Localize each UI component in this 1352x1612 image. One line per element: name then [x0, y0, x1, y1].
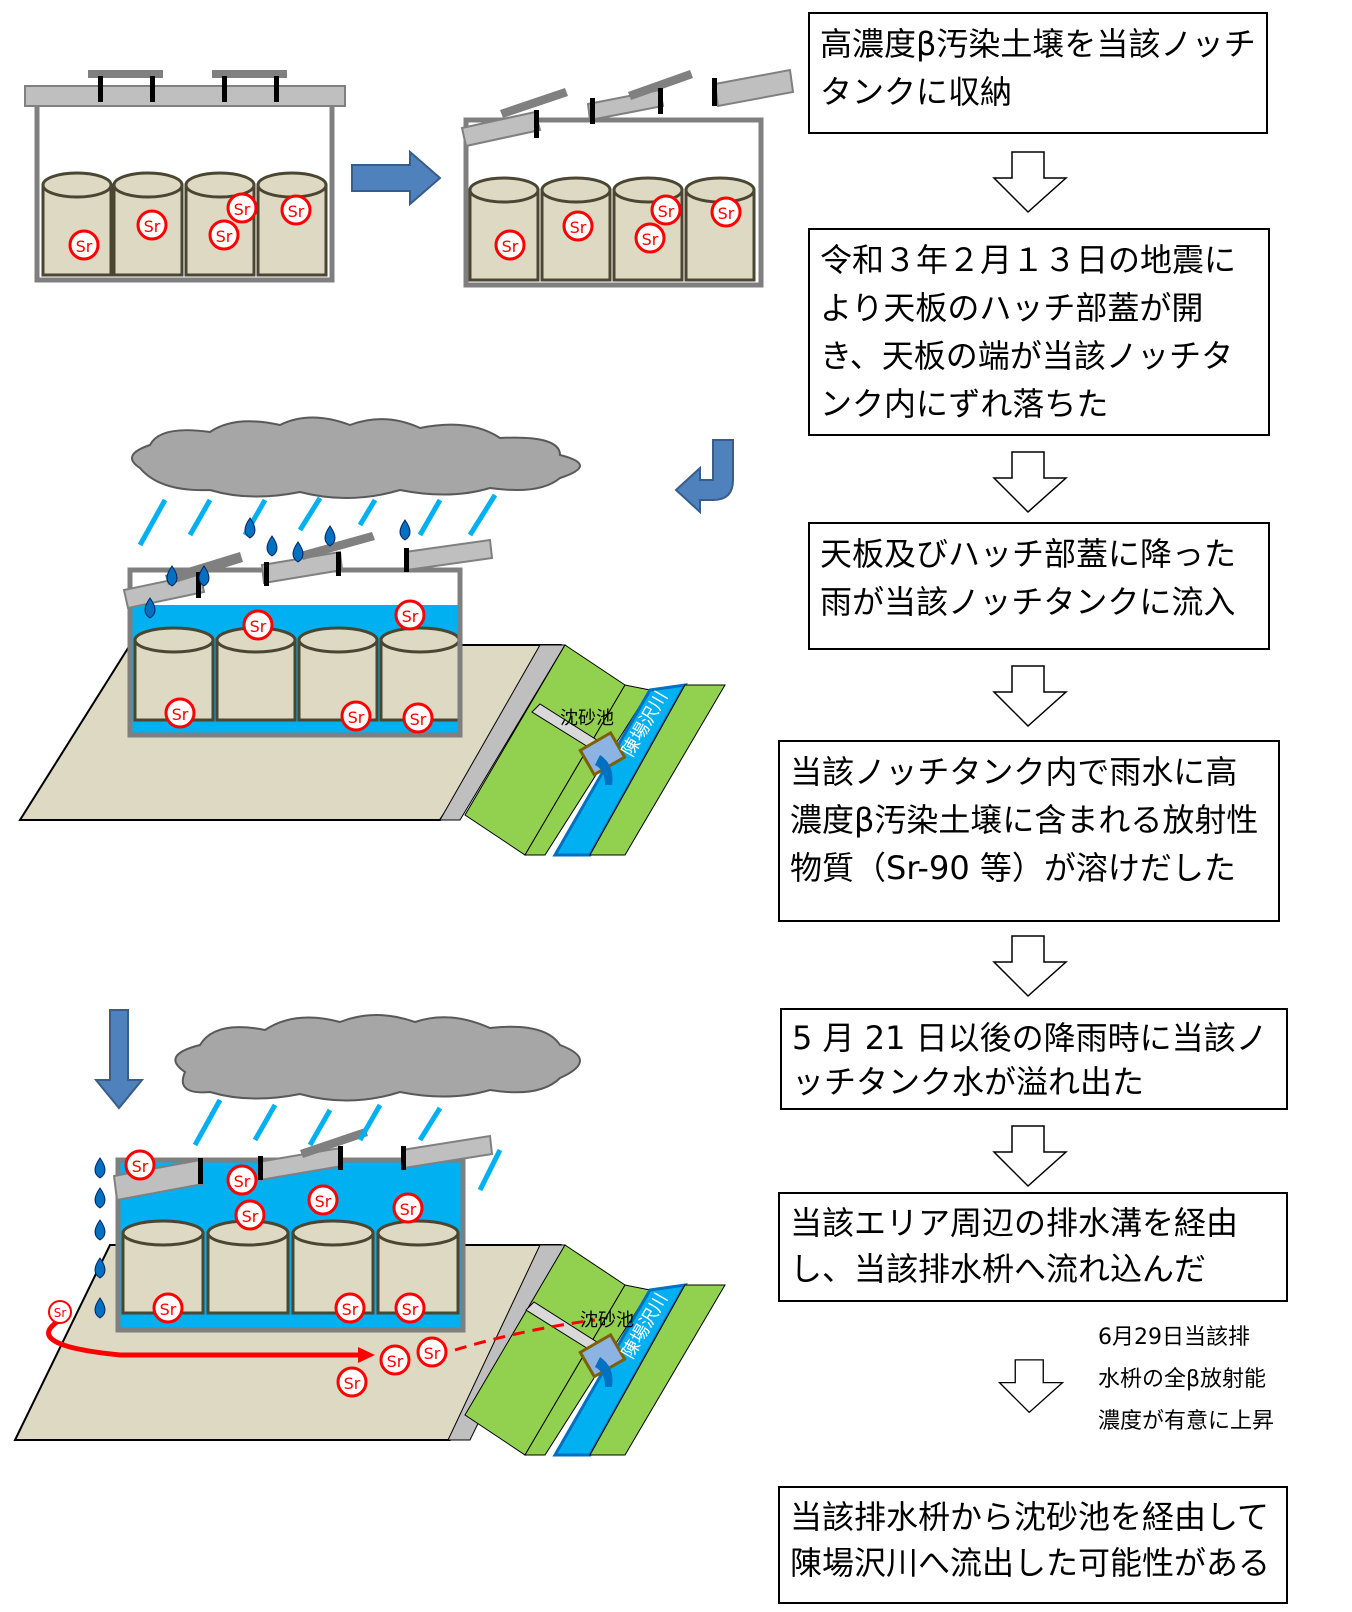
sr-marker: Sr	[280, 194, 312, 226]
hatch-cover	[88, 70, 163, 78]
svg-text:Sr: Sr	[315, 1192, 332, 1211]
svg-text:Sr: Sr	[718, 204, 735, 223]
sr-marker: Sr	[136, 209, 168, 241]
cloud-icon	[174, 1014, 581, 1102]
step-box-5: 5 月 21 日以後の降雨時に当該ノッチタンク水が溢れ出た	[780, 1008, 1288, 1110]
sr-marker: Sr	[416, 1336, 448, 1368]
sr-marker: Sr	[392, 1192, 424, 1224]
sr-marker: Sr	[402, 702, 434, 734]
flow-path	[46, 1317, 360, 1358]
chevron-down-icon	[992, 665, 1068, 728]
raindrops	[144, 517, 411, 619]
rain	[137, 493, 498, 547]
overflow-drops	[94, 1157, 106, 1319]
arrow-right-icon	[351, 149, 442, 207]
step-box-4: 当該ノッチタンク内で雨水に高濃度β汚染土壌に含まれる放射性物質（Sr-90 等）…	[778, 740, 1280, 922]
svg-text:Sr: Sr	[348, 708, 365, 727]
svg-text:Sr: Sr	[402, 607, 419, 626]
svg-text:Sr: Sr	[502, 237, 519, 256]
rain	[192, 1098, 503, 1192]
svg-text:Sr: Sr	[342, 1300, 359, 1319]
svg-text:Sr: Sr	[344, 1374, 361, 1393]
step-box-3: 天板及びハッチ部蓋に降った雨が当該ノッチタンクに流入	[808, 522, 1270, 650]
sr-marker: Sr	[226, 192, 258, 224]
sr-marker: Sr	[307, 1184, 339, 1216]
sr-marker: Sr	[334, 1292, 366, 1324]
sr-marker: Sr	[124, 1149, 156, 1181]
sr-marker: Sr	[710, 196, 742, 228]
sr-marker: Sr	[394, 1292, 426, 1324]
chevron-down-icon	[992, 935, 1068, 998]
svg-text:Sr: Sr	[570, 218, 587, 237]
svg-text:Sr: Sr	[288, 202, 305, 221]
svg-text:Sr: Sr	[234, 200, 251, 219]
sr-marker: Sr	[562, 210, 594, 242]
date-note-line-3: 濃度が有意に上昇	[1098, 1409, 1275, 1434]
rain-inflow-scene: Sr Sr Sr Sr Sr 沈砂池 陳場沢川	[18, 416, 726, 857]
sr-marker: Sr	[208, 219, 240, 251]
svg-text:Sr: Sr	[387, 1352, 404, 1371]
svg-text:Sr: Sr	[424, 1344, 441, 1363]
chevron-down-icon	[992, 1125, 1068, 1188]
sr-marker: Sr	[394, 599, 426, 631]
arrow-down-icon	[93, 1009, 145, 1110]
svg-text:Sr: Sr	[234, 1172, 251, 1191]
svg-text:Sr: Sr	[642, 230, 659, 249]
sr-marker: Sr	[226, 1164, 258, 1196]
date-note-line-2: 水枡の全β放射能	[1098, 1367, 1267, 1392]
step-box-1: 高濃度β汚染土壌を当該ノッチタンクに収納	[808, 12, 1268, 134]
svg-text:Sr: Sr	[54, 1306, 67, 1320]
sr-marker: Sr	[340, 700, 372, 732]
svg-text:Sr: Sr	[144, 217, 161, 236]
svg-text:Sr: Sr	[76, 237, 93, 256]
curved-arrow-icon	[674, 439, 734, 515]
sr-marker: Sr	[634, 222, 666, 254]
pond-label: 沈砂池	[560, 708, 614, 729]
step-box-7: 当該排水枡から沈砂池を経由して陳場沢川へ流出した可能性がある	[778, 1486, 1288, 1604]
sr-marker: Sr	[164, 697, 196, 729]
sr-marker: Sr	[234, 1199, 266, 1231]
step-box-2: 令和３年２月１３日の地震により天板のハッチ部蓋が開き、天板の端が当該ノッチタンク…	[808, 228, 1270, 436]
sr-marker: Sr	[650, 194, 682, 226]
svg-text:Sr: Sr	[216, 227, 233, 246]
sr-marker: Sr	[68, 229, 100, 261]
hatch-cover	[212, 70, 287, 78]
cloud-icon	[131, 416, 581, 500]
sr-marker: Sr	[379, 1344, 411, 1376]
svg-text:Sr: Sr	[402, 1300, 419, 1319]
svg-text:Sr: Sr	[160, 1300, 177, 1319]
svg-text:Sr: Sr	[132, 1157, 149, 1176]
date-note-line-1: 6月29日当該排	[1098, 1325, 1250, 1350]
chevron-down-icon	[992, 451, 1068, 514]
overflow-scene: Sr Sr Sr Sr Sr Sr Sr Sr	[13, 1014, 726, 1457]
sr-marker: Sr	[152, 1292, 184, 1324]
svg-text:Sr: Sr	[410, 710, 427, 729]
sr-marker: Sr	[494, 229, 526, 261]
svg-text:Sr: Sr	[250, 617, 267, 636]
sr-marker: Sr	[48, 1300, 72, 1324]
pond-label: 沈砂池	[580, 1310, 634, 1331]
chevron-down-icon	[992, 151, 1068, 214]
sr-marker: Sr	[336, 1366, 368, 1398]
svg-text:Sr: Sr	[658, 202, 675, 221]
chevron-down-icon	[997, 1359, 1065, 1414]
step-box-6: 当該エリア周辺の排水溝を経由し、当該排水枡へ流れ込んだ	[778, 1192, 1288, 1302]
sr-marker: Sr	[242, 609, 274, 641]
svg-text:Sr: Sr	[242, 1207, 259, 1226]
svg-text:Sr: Sr	[400, 1200, 417, 1219]
tank-lid	[24, 85, 346, 107]
tank-lid	[460, 110, 542, 148]
svg-text:Sr: Sr	[172, 705, 189, 724]
